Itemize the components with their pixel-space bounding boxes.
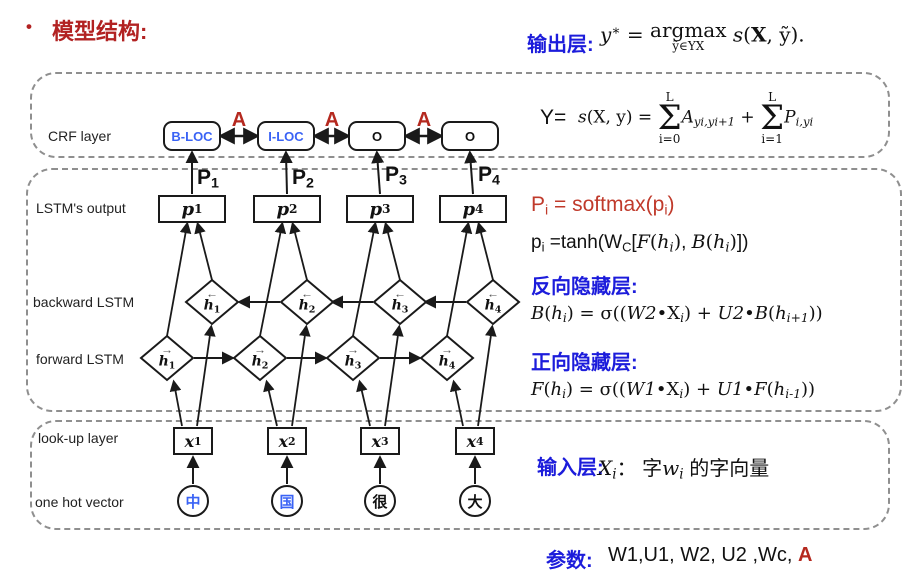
onehot-to-lookup-arrows bbox=[186, 455, 482, 484]
input-group-box bbox=[30, 420, 890, 530]
backward-hidden-heading: 反向隐藏层: bbox=[531, 276, 638, 298]
forward-lstm-cell-1 bbox=[139, 334, 195, 382]
label-backward-lstm: backward LSTM bbox=[33, 294, 135, 310]
forward-h-label-2: → h2 bbox=[251, 342, 269, 372]
onehot-char-2: 国 bbox=[271, 485, 303, 517]
p-output-label-3: P3 bbox=[385, 163, 407, 189]
crf-tag-3: O bbox=[348, 121, 406, 151]
backward-to-output-arrows bbox=[194, 221, 494, 281]
input-to-backward-arrows bbox=[196, 324, 497, 427]
p-output-label-2: P2 bbox=[292, 166, 314, 192]
page-title: 模型结构: bbox=[52, 19, 148, 44]
input-layer-formula: Xi： 字wi 的字向量 bbox=[598, 456, 770, 483]
params-value: W1,U1, W2, U2 ,Wc, A bbox=[608, 544, 813, 566]
backward-h-label-4: ← h4 bbox=[484, 286, 502, 316]
transition-matrix-label-1: A bbox=[231, 109, 247, 131]
crf-tag-2: I-LOC bbox=[257, 121, 315, 151]
backward-lstm-cell-1 bbox=[184, 278, 240, 326]
left-arrow-icon: ← bbox=[394, 286, 406, 301]
right-arrow-icon: → bbox=[347, 342, 359, 357]
lstm-group-box bbox=[26, 168, 902, 412]
forward-h-label-4: → h4 bbox=[438, 342, 456, 372]
label-lstm-output: LSTM's output bbox=[36, 200, 126, 216]
p-to-crf-arrows bbox=[185, 150, 478, 195]
left-arrow-icon: ← bbox=[206, 286, 218, 301]
label-onehot: one hot vector bbox=[35, 494, 124, 510]
label-lookup-layer: look-up layer bbox=[38, 430, 119, 446]
label-forward-lstm: forward LSTM bbox=[36, 351, 124, 367]
lstm-cells bbox=[139, 278, 521, 382]
left-arrow-icon: ← bbox=[487, 286, 499, 301]
forward-h-label-1: → h1 bbox=[158, 342, 176, 372]
crf-layer-group-box bbox=[30, 72, 890, 158]
forward-hidden-formula: F(hi) = σ((W1•Xi) + U1•F(hi-1)) bbox=[531, 379, 816, 402]
backward-lstm-cell-4 bbox=[465, 278, 521, 326]
input-layer-heading: 输入层: bbox=[537, 457, 604, 479]
right-arrow-icon: → bbox=[441, 342, 453, 357]
transition-matrix-label-2: A bbox=[324, 109, 340, 131]
params-heading: 参数: bbox=[546, 550, 593, 572]
output-layer-heading: 输出层: bbox=[527, 34, 594, 56]
backward-lstm-cell-2 bbox=[279, 278, 335, 326]
y-prefix: Y= bbox=[540, 106, 567, 129]
p-output-label-4: P4 bbox=[478, 163, 500, 189]
tanh-formula: pi =tanh(WC[F(hi), B(hi)]) bbox=[531, 231, 749, 256]
forward-lstm-cell-3 bbox=[325, 334, 381, 382]
p-output-label-1: P1 bbox=[197, 166, 219, 192]
onehot-char-4: 大 bbox=[459, 485, 491, 517]
left-arrow-icon: ← bbox=[301, 286, 313, 301]
right-arrow-icon: → bbox=[254, 342, 266, 357]
backward-h-label-2: ← h2 bbox=[298, 286, 316, 316]
right-arrow-icon: → bbox=[161, 342, 173, 357]
onehot-char-3: 很 bbox=[364, 485, 396, 517]
crf-tag-4: O bbox=[441, 121, 499, 151]
forward-h-label-3: → h3 bbox=[344, 342, 362, 372]
backward-hidden-formula: B(hi) = σ((W2•Xi) + U2•B(hi+1)) bbox=[531, 303, 823, 326]
forward-lstm-cell-4 bbox=[419, 334, 475, 382]
crf-tag-1: B-LOC bbox=[163, 121, 221, 151]
backward-h-label-3: ← h3 bbox=[391, 286, 409, 316]
forward-lstm-cell-2 bbox=[232, 334, 288, 382]
transition-matrix-label-3: A bbox=[416, 109, 432, 131]
input-to-forward-arrows bbox=[169, 379, 464, 427]
label-crf-layer: CRF layer bbox=[48, 128, 112, 144]
forward-to-output-arrows bbox=[166, 221, 473, 337]
backward-h-label-1: ← h1 bbox=[203, 286, 221, 316]
bullet-icon: • bbox=[26, 17, 32, 36]
onehot-char-1: 中 bbox=[177, 485, 209, 517]
softmax-formula: Pi = softmax(pi) bbox=[531, 193, 675, 219]
forward-hidden-heading: 正向隐藏层: bbox=[531, 352, 638, 374]
backward-lstm-cell-3 bbox=[372, 278, 428, 326]
